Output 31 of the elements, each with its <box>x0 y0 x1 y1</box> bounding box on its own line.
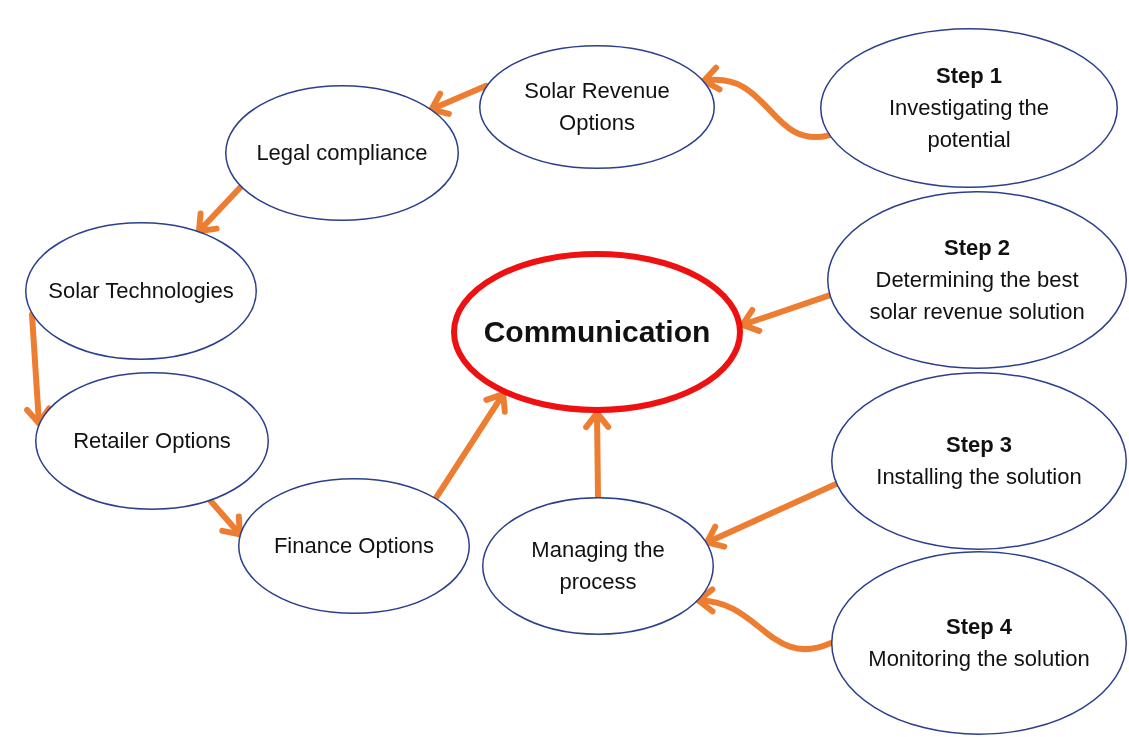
node-label: Installing the solution <box>876 463 1082 491</box>
arrow <box>433 391 508 501</box>
node-label: Determining the best solar revenue solution <box>868 266 1086 326</box>
arrow <box>583 410 612 500</box>
step-heading: Step 2 <box>944 234 1010 263</box>
ellipse-node <box>451 251 743 413</box>
ellipse-node <box>482 497 714 635</box>
node-label: Communication <box>483 314 711 351</box>
node-label: Solar Revenue Options <box>523 77 671 137</box>
step-heading: Step 3 <box>946 431 1012 460</box>
ellipse-node <box>25 222 257 360</box>
node-label: Finance Options <box>273 532 435 561</box>
arrow <box>196 184 244 235</box>
arrow <box>700 66 832 141</box>
step-heading: Step 1 <box>936 62 1002 91</box>
ellipse-node <box>831 551 1127 735</box>
step-heading: Step 4 <box>946 613 1012 642</box>
node-label: Managing the process <box>530 536 666 596</box>
node-label: Investigating the potential <box>887 94 1051 154</box>
ellipse-node <box>35 372 269 510</box>
ellipse-node <box>827 191 1127 369</box>
ellipse-node <box>479 45 715 169</box>
node-label: Monitoring the solution <box>868 645 1090 673</box>
node-label: Legal compliance <box>256 139 428 168</box>
node-label: Solar Technologies <box>48 277 234 306</box>
ellipse-node <box>831 372 1127 550</box>
node-label: Retailer Options <box>73 427 231 456</box>
arrow <box>207 497 243 538</box>
ellipse-node <box>820 28 1118 188</box>
ellipse-node <box>225 85 459 221</box>
ellipse-node <box>238 478 470 614</box>
